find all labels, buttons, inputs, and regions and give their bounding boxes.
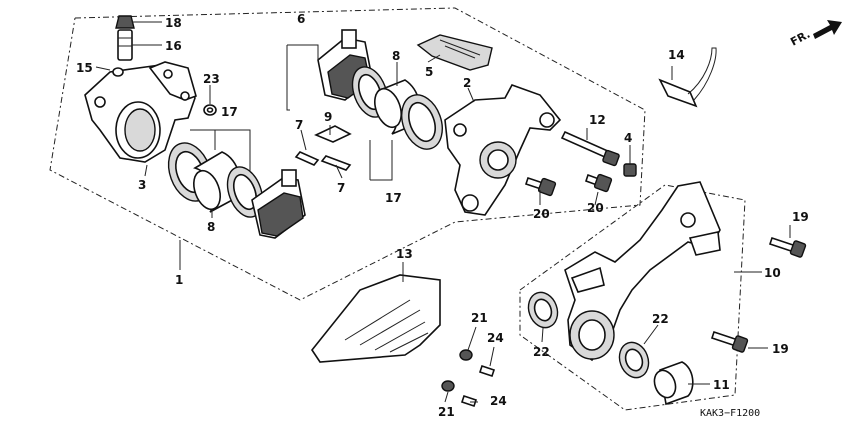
pad-spring-and-pins	[294, 125, 352, 171]
callout-9: 9	[324, 110, 332, 124]
callout-24-upper: 24	[487, 331, 504, 345]
callout-10: 10	[764, 266, 781, 280]
pad-shim-part	[416, 34, 493, 71]
callout-20-right: 20	[587, 201, 604, 215]
callout-15: 15	[76, 61, 93, 75]
callout-21-lower: 21	[438, 405, 455, 419]
callout-1: 1	[175, 273, 183, 287]
callout-11: 11	[713, 378, 730, 392]
right-piston-seal-group	[351, 66, 443, 150]
caliper-body-part	[84, 61, 197, 163]
bracket-assembly-outline	[519, 184, 746, 411]
callout-12: 12	[589, 113, 606, 127]
callout-4: 4	[624, 131, 632, 145]
stopper-bracket-part	[564, 181, 721, 362]
callout-2: 2	[463, 76, 471, 90]
pin-bolt-and-plug	[560, 130, 637, 177]
leader-lines	[95, 21, 791, 403]
caliper-bracket-part	[444, 84, 562, 216]
left-piston-seal-group	[167, 142, 264, 218]
callout-8-left: 8	[207, 220, 215, 234]
callout-22-right: 22	[652, 312, 669, 326]
callout-18: 18	[165, 16, 182, 30]
direction-arrow-icon	[813, 20, 842, 39]
callout-3: 3	[138, 178, 146, 192]
caliper-assembly-outline	[49, 7, 646, 301]
callout-7-lower: 7	[337, 181, 345, 195]
callout-21-upper: 21	[471, 311, 488, 325]
bracket-bolts-part	[524, 173, 613, 197]
callout-8-right: 8	[392, 49, 400, 63]
callout-14: 14	[668, 48, 685, 62]
callout-labels: 18 16 15 23 17 3 8 1 6 7 9 7 8 17 5 2 20…	[76, 12, 809, 419]
callout-13: 13	[396, 247, 413, 261]
callout-17-right: 17	[385, 191, 402, 205]
callout-7-upper: 7	[295, 118, 303, 132]
bleeder-parts	[112, 15, 135, 77]
callout-19-lower: 19	[772, 342, 789, 356]
callout-5: 5	[425, 65, 433, 79]
callout-19-upper: 19	[792, 210, 809, 224]
callout-20-left: 20	[533, 207, 550, 221]
assembly-outlines	[49, 7, 746, 411]
callout-6: 6	[297, 12, 305, 26]
callout-16: 16	[165, 39, 182, 53]
callout-17-left: 17	[221, 105, 238, 119]
retainer-clip-part	[658, 47, 717, 108]
lower-brake-pad-part	[251, 169, 306, 239]
caliper-guard-part	[311, 274, 441, 363]
direction-label: FR.	[788, 28, 812, 49]
callout-24-lower: 24	[490, 394, 507, 408]
front-direction-arrow: FR.	[788, 20, 842, 49]
callout-23: 23	[203, 72, 220, 86]
flange-bolts-part	[710, 236, 807, 353]
sealing-washer-part	[203, 104, 217, 116]
guard-fasteners-part	[441, 349, 496, 408]
drawing-code: KAK3−F1200	[700, 408, 760, 419]
dust-seals-and-collar	[527, 291, 694, 406]
callout-22-left: 22	[533, 345, 550, 359]
